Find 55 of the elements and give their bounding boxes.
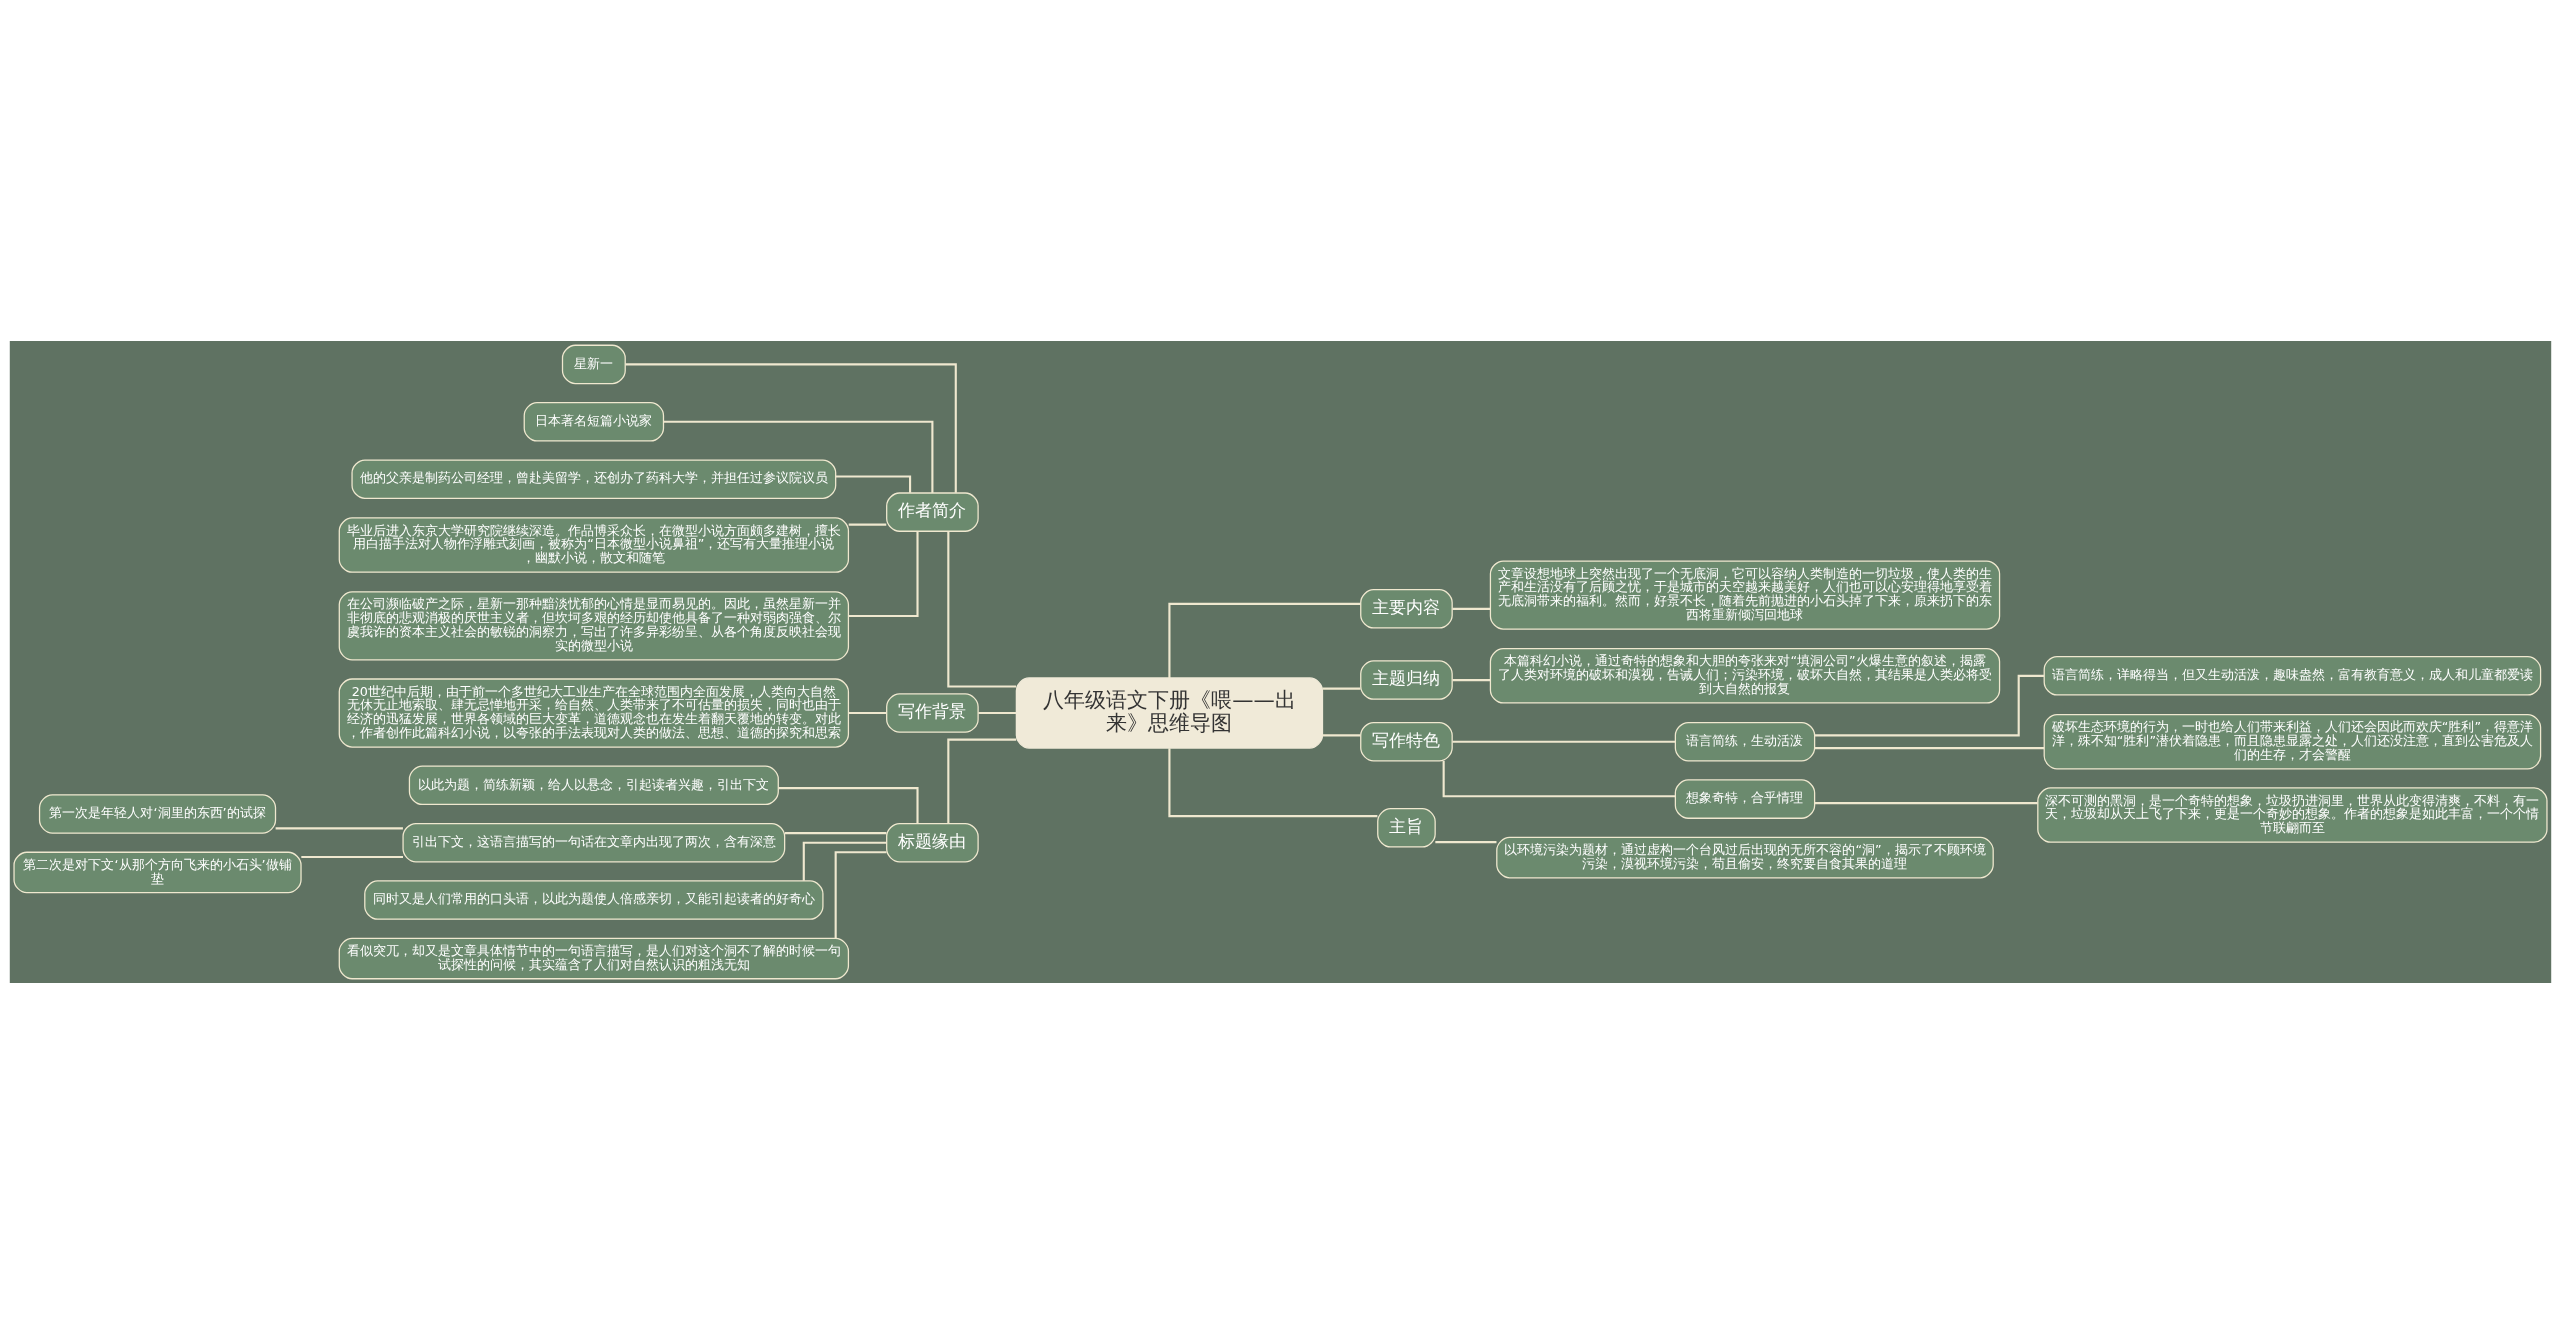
node-box: 第二次是对下文‘从那个方向飞来的小石头’做铺垫	[12, 851, 302, 894]
node-box: 20世纪中后期，由于前一个多世纪大工业生产在全球范围内全面发展，人类向大自然无休无止地索取、肆无忌惮地开采，给自然、人类带来了不可估量的损失，同时也由于经济的迅猛发展，世界各领域的巨大变革，道德观念也在发生着翻天覆地的转变。对此，作者创作此篇科幻小说，以夸张的手法表现对人类的做法、思想、道德的探究和思索	[338, 678, 849, 748]
connector	[848, 531, 919, 617]
node-box: 语言简练，生动活泼	[1674, 721, 1815, 762]
connector	[1451, 679, 1490, 682]
node-box: 主要内容	[1359, 589, 1453, 629]
connector	[802, 841, 887, 881]
connector	[1322, 734, 1360, 737]
node-box: 同时又是人们常用的口头语，以此为题使人倍感亲切，又能引起读者的好奇心	[363, 880, 824, 920]
node-box: 破坏生态环境的行为，一时也给人们带来利益，人们还会因此而欢庆“胜利”，得意洋洋，殊不知“胜利”潜伏着隐患，而且隐患显露之处，人们还没注意，直到公害危及人们的生存，才会警醒	[2043, 713, 2541, 770]
node-box: 日本著名短篇小说家	[523, 402, 664, 442]
node-box: 第一次是年轻人对‘洞里的东西’的试探	[38, 794, 276, 834]
connector	[1814, 802, 2038, 805]
node-box: 标题缘由	[885, 822, 979, 863]
connector	[834, 851, 887, 939]
node-box: 八年级语文下册《喂——出来》思维导图	[1015, 677, 1323, 749]
connector	[1322, 687, 1360, 690]
connector	[946, 531, 1016, 688]
node-box: 在公司濒临破产之际，星新一那种黯淡忧郁的心情是显而易见的。因此，虽然星新一并非彻底的悲观消极的厌世主义者，但坎坷多艰的经历却使他具备了一种对弱肉强食、尔虞我诈的资本主义社会的敏锐的洞察力，写出了许多异彩纷呈、从各个角度反映社会现实的微型小说	[338, 591, 849, 661]
node-box: 写作特色	[1359, 721, 1453, 762]
connector	[1814, 674, 2044, 737]
connector	[777, 787, 919, 824]
connector	[624, 363, 957, 493]
node-box: 星新一	[561, 344, 626, 385]
connector	[663, 420, 933, 493]
node-box: 引出下文，这语言描写的一句话在文章内出现了两次，含有深意	[401, 822, 785, 863]
connector	[835, 475, 911, 493]
connector	[977, 711, 1016, 715]
connector	[946, 738, 1016, 824]
connector	[784, 832, 886, 835]
node-box: 本篇科幻小说，通过奇特的想象和大胆的夸张来对“填洞公司”火爆生意的叙述，揭露了人类对环境的破坏和漠视，告诫人们；污染环境，破坏大自然，其结果是人类必将受到大自然的报复	[1489, 648, 2000, 704]
connector	[848, 523, 886, 526]
node-box: 文章设想地球上突然出现了一个无底洞，它可以容纳人类制造的一切垃圾，使人类的生产和生活没有了后顾之忧，于是城市的天空越来越美好，人们也可以心安理得地享受着无底洞带来的福利。然而，好景不长，随着先前抛进的小石头掉了下来，原来扔下的东西将重新倾泻回地球	[1489, 560, 2000, 630]
connector	[1442, 761, 1675, 798]
connector	[848, 711, 886, 715]
connector	[1451, 607, 1490, 610]
node-box: 毕业后进入东京大学研究院继续深造。作品博采众长，在微型小说方面颇多建树，擅长用白描手法对人物作浮雕式刻画，被称为“日本微型小说鼻祖”，还写有大量推理小说，幽默小说，散文和随笔	[338, 517, 849, 573]
node-box: 以此为题，简练新颖，给人以悬念，引起读者兴趣，引出下文	[408, 765, 779, 806]
node-box: 语言简练，详略得当，但又生动活泼，趣味盎然，富有教育意义，成人和儿童都爱读	[2043, 656, 2541, 696]
node-box: 想象奇特，合乎情理	[1674, 779, 1815, 819]
connector	[1451, 740, 1675, 743]
node-box: 作者简介	[885, 492, 979, 532]
connector	[300, 855, 403, 859]
node-box: 深不可测的黑洞，是一个奇特的想象，垃圾扔进洞里，世界从此变得清爽，不料，有一天，垃圾却从天上飞了下来，更是一个奇妙的想象。作者的想象是如此丰富，一个个情节联翩而至	[2036, 787, 2548, 843]
node-box: 以环境污染为题材，通过虚构一个台风过后出现的无所不容的“洞”，揭示了不顾环境污染，漠视环境污染，苟且偷安，终究要自食其果的道理	[1495, 836, 1994, 879]
connector	[1814, 747, 2044, 750]
connector	[1434, 841, 1496, 844]
node-box: 主旨	[1376, 808, 1436, 848]
connector	[1167, 748, 1377, 818]
node-box: 主题归纳	[1359, 660, 1453, 700]
connector	[1167, 602, 1360, 678]
node-box: 看似突兀，却又是文章具体情节中的一句语言描写，是人们对这个洞不了解的时候一句试探性的问候，其实蕴含了人们对自然认识的粗浅无知	[338, 937, 849, 980]
node-box: 写作背景	[885, 693, 979, 733]
connector	[275, 827, 403, 830]
node-box: 他的父亲是制药公司经理，曾赴美留学，还创办了药科大学，并担任过参议院议员	[350, 459, 836, 499]
